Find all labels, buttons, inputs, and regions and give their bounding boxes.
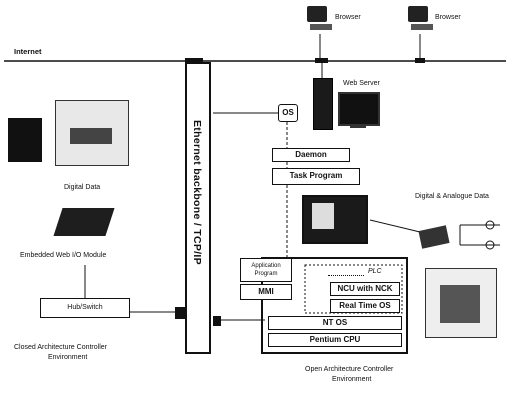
- ethernet-backbone-label: Ethernet backbone / TCP/IP: [191, 120, 203, 265]
- mmi-box: MMI: [240, 284, 292, 300]
- browser-1-label: Browser: [335, 14, 361, 21]
- browser-keyboard-icon: [411, 24, 433, 30]
- digital-data-machine-base-icon: [70, 128, 112, 144]
- browser-keyboard-icon: [310, 24, 332, 30]
- server-tower-icon: [313, 78, 333, 130]
- browser-computer-icon: [408, 6, 428, 22]
- server-monitor-stand-icon: [350, 124, 366, 128]
- open-env-label-line1: Open Architecture Controller: [305, 366, 393, 373]
- digital-data-panel-icon: [8, 118, 42, 162]
- browser-2-label: Browser: [435, 14, 461, 21]
- task-program-box: Task Program: [272, 168, 360, 185]
- rtos-box: Real Time OS: [330, 299, 400, 313]
- application-program-line1: Application: [241, 262, 291, 270]
- browser-computer-icon: [307, 6, 327, 22]
- application-program-box: Application Program: [240, 258, 292, 282]
- digital-data-label: Digital Data: [64, 184, 100, 191]
- closed-env-label-line2: Environment: [48, 354, 87, 361]
- plc-dots: [328, 275, 364, 276]
- application-program-line2: Program: [241, 270, 291, 278]
- cnc-screen-icon: [312, 203, 334, 229]
- machine-body-icon: [440, 285, 480, 323]
- closed-env-label-line1: Closed Architecture Controller: [14, 344, 107, 351]
- embedded-module-label: Embedded Web I/O Module: [20, 252, 106, 259]
- open-env-label-line2: Environment: [332, 376, 371, 383]
- digital-analogue-label: Digital & Analogue Data: [415, 193, 489, 200]
- os-box: OS: [278, 104, 298, 122]
- plc-label: PLC: [368, 268, 382, 275]
- internet-label: Internet: [14, 47, 42, 56]
- hub-switch-box: Hub/Switch: [40, 298, 130, 318]
- cpu-box: Pentium CPU: [268, 333, 402, 347]
- io-module-icon: [53, 208, 114, 236]
- web-server-label: Web Server: [343, 80, 380, 87]
- nt-os-box: NT OS: [268, 316, 402, 330]
- ncu-box: NCU with NCK: [330, 282, 400, 296]
- daemon-box: Daemon: [272, 148, 350, 162]
- server-monitor-icon: [338, 92, 380, 126]
